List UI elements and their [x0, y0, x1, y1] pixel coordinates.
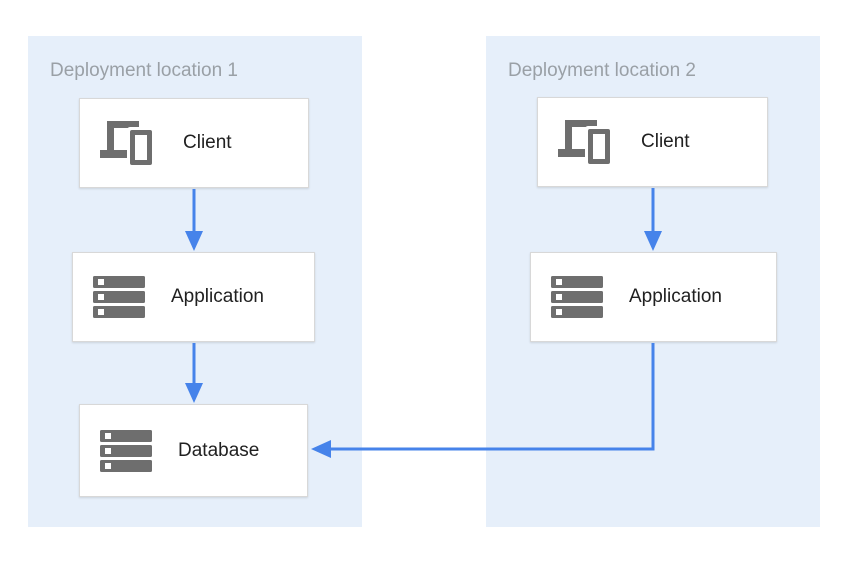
node-label: Database — [178, 439, 260, 461]
zone-deployment-location-2: Deployment location 2 Client — [486, 36, 820, 527]
node-label: Client — [183, 132, 232, 153]
devices-icon — [558, 120, 615, 164]
servers-icon — [551, 276, 603, 318]
node-label: Client — [641, 131, 690, 152]
zone-label: Deployment location 1 — [50, 60, 238, 81]
node-label: Application — [629, 286, 722, 307]
node-application-2: Application — [530, 252, 777, 342]
node-application-1: Application — [72, 252, 315, 342]
servers-icon — [93, 276, 145, 318]
zone-label: Deployment location 2 — [508, 60, 696, 81]
node-client-2: Client — [537, 97, 768, 187]
node-client-1: Client — [79, 98, 309, 188]
node-label: Application — [171, 286, 264, 307]
servers-icon — [100, 429, 152, 472]
node-database-1: Database — [79, 404, 308, 497]
devices-icon — [100, 121, 157, 165]
zone-deployment-location-1: Deployment location 1 Client — [28, 36, 362, 527]
